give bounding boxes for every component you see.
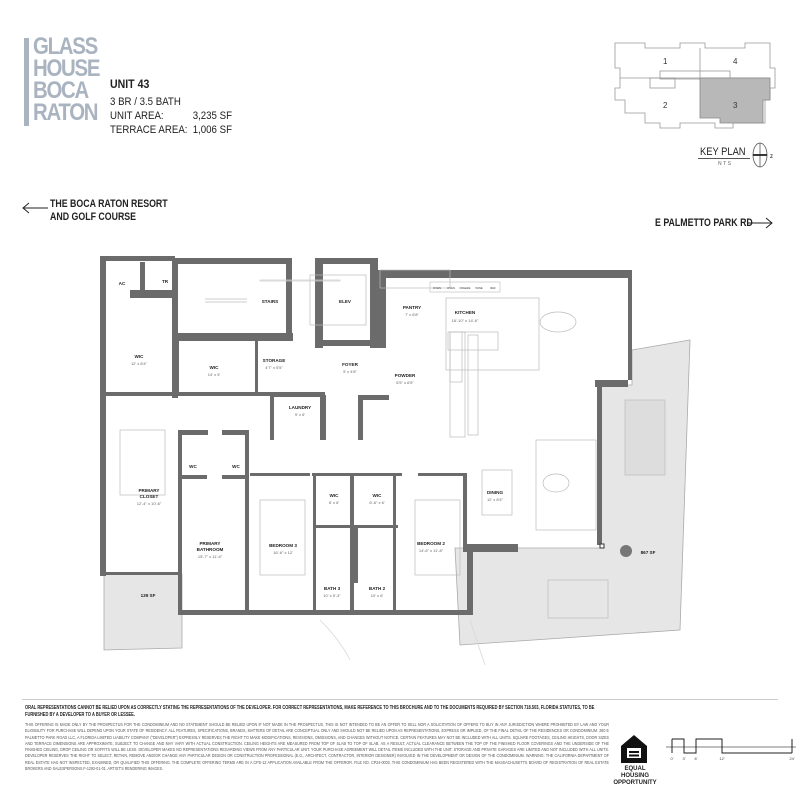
- room-label-storage: STORAGE: [263, 358, 286, 363]
- direction-left-line: THE BOCA RATON RESORT: [50, 198, 168, 210]
- key-plan-unit-label: 4: [733, 57, 738, 66]
- room-label-primary-bathroom: PRIMARY: [199, 541, 220, 546]
- terrace-area-label: TERRACE AREA:: [110, 124, 188, 136]
- scale-tick: 24': [789, 756, 794, 761]
- room-dim-bath-3: 10' x 5'-3": [323, 593, 341, 598]
- key-plan-unit-label: 1: [663, 57, 668, 66]
- disclaimer: ORAL REPRESENTATIONS CANNOT BE RELIED UP…: [25, 705, 609, 772]
- key-plan: 1 4 2 3: [614, 42, 776, 129]
- scale-bar: 0' 3' 6' 12' 24': [666, 738, 796, 761]
- room-label-wic: WIC: [135, 354, 145, 359]
- room-dim-kitchen: 18'-10" x 14'-6": [452, 318, 479, 323]
- room-dim-wic: 12' x 8'4": [131, 361, 148, 366]
- appliance-label: FREEZE: [459, 286, 470, 290]
- room-dim-primary-closet: 12'-4" x 10'-6": [137, 501, 162, 506]
- unit-area-label: UNIT AREA:: [110, 110, 164, 122]
- room-dim-powder: 6'5" x 6'5": [396, 380, 414, 385]
- room-label-primary-closet: PRIMARY: [138, 488, 159, 493]
- equal-housing-icon: [621, 735, 647, 763]
- scale-tick: 12': [719, 756, 724, 761]
- small-terrace: [103, 573, 183, 651]
- furniture: [119, 269, 666, 619]
- arrow-right-icon: [747, 217, 773, 229]
- logo-line: GLASS: [33, 33, 98, 60]
- room-dim-wic: 6'-6" x 6': [369, 500, 384, 505]
- room-dim-bath-2: 10' x 6': [371, 593, 384, 598]
- disclaimer-body: THIS OFFERING IS MADE ONLY BY THE PROSPE…: [25, 722, 609, 772]
- north-label: z: [770, 154, 773, 160]
- key-plan-unit-3: [699, 77, 771, 124]
- unit-title: UNIT 43: [110, 77, 150, 91]
- terrace-area-small: 139 SF: [141, 593, 156, 598]
- divider: [22, 699, 778, 700]
- logo-line: BOCA: [33, 77, 89, 104]
- unit-info: UNIT 43 3 BR / 3.5 BATH UNIT AREA: 3,235 …: [110, 77, 232, 137]
- room-dim-wic: 14' x 5': [208, 372, 221, 377]
- appliance-label: WINE: [475, 286, 482, 290]
- room-dim-dining: 12' x 8'4": [487, 497, 504, 502]
- logo-bar: [24, 38, 29, 126]
- direction-left: THE BOCA RATON RESORT AND GOLF COURSE: [50, 198, 168, 224]
- direction-left-line: AND GOLF COURSE: [50, 211, 137, 223]
- key-plan-title: KEY PLAN: [700, 146, 746, 158]
- room-dim-foyer: 9' x 4'8": [343, 369, 357, 374]
- key-plan-underline: [698, 158, 750, 159]
- scale-tick: 0': [671, 756, 674, 761]
- room-label-stairs: STAIRS: [262, 299, 279, 304]
- appliance-label: OVEN: [433, 286, 441, 290]
- terrace-planter: [620, 545, 632, 557]
- terrace-area-main: 867 SF: [641, 550, 656, 555]
- room-label-kitchen: KITCHEN: [455, 310, 476, 315]
- equal-housing-label: EQUAL HOUSING OPPORTUNITY: [613, 766, 657, 786]
- direction-right: E PALMETTO PARK RD: [655, 217, 753, 229]
- room-label-bedroom-3: BEDROOM 3: [269, 543, 297, 548]
- key-plan-scale-note: NTS: [718, 161, 733, 167]
- arrow-left-icon: [22, 202, 48, 214]
- room-label-dining: DINING: [487, 490, 504, 495]
- room-label-primary-closet: CLOSET: [140, 494, 159, 499]
- north-arrow-icon: z: [752, 142, 773, 168]
- key-plan-unit-label: 2: [663, 101, 668, 110]
- room-label-tr: TR: [162, 279, 169, 284]
- room-label-powder: POWDER: [395, 373, 416, 378]
- room-label-foyer: FOYER: [342, 362, 359, 367]
- appliance-label: REF: [490, 286, 496, 290]
- terrace-area-value: 1,006 SF: [192, 124, 233, 136]
- room-label-primary-bathroom: BATHROOM: [197, 547, 224, 552]
- scale-tick: 3': [683, 756, 686, 761]
- room-label-elev: ELEV: [339, 299, 352, 304]
- room-label-pantry: PANTRY: [403, 305, 421, 310]
- room-label-bath-3: BATH 3: [324, 586, 341, 591]
- room-label-bedroom-2: BEDROOM 2: [417, 541, 445, 546]
- walls: [100, 256, 632, 615]
- room-label-ac: AC: [119, 281, 126, 286]
- room-dim-bedroom-2: 14'-6" x 11'-8": [419, 548, 444, 553]
- room-dim-bedroom-3: 16'-6" x 12': [273, 550, 293, 555]
- room-label-bath-2: BATH 2: [369, 586, 386, 591]
- unit-bed-bath: 3 BR / 3.5 BATH: [110, 96, 181, 108]
- disclaimer-bold: ORAL REPRESENTATIONS CANNOT BE RELIED UP…: [25, 705, 595, 718]
- room-label-laundry: LAUNDRY: [289, 405, 311, 410]
- floor-plan: AC TR STAIRS ELEV PANTRY KITCHEN WIC WIC…: [100, 256, 691, 666]
- room-label-wic: WIC: [210, 365, 220, 370]
- logo-line: HOUSE: [33, 55, 100, 82]
- room-dim-laundry: 9' x 6': [295, 412, 305, 417]
- room-label-wc: WC: [189, 464, 197, 469]
- room-label-wic: WIC: [330, 493, 340, 498]
- room-dim-storage: 4'7" x 5'5": [265, 365, 283, 370]
- room-dim-pantry: 7' x 6'8": [405, 312, 419, 317]
- appliance-label: OVEN: [447, 286, 455, 290]
- room-label-wic: WIC: [373, 493, 383, 498]
- scale-tick: 6': [695, 756, 698, 761]
- unit-area-value: 3,235 SF: [192, 110, 233, 122]
- room-dim-wic: 6' x 6': [329, 500, 339, 505]
- key-plan-unit-label: 3: [733, 101, 738, 110]
- logo-line: RATON: [33, 99, 99, 126]
- room-dim-primary-bathroom: 15'-7" x 11'-6": [198, 554, 223, 559]
- room-label-wc: WC: [232, 464, 240, 469]
